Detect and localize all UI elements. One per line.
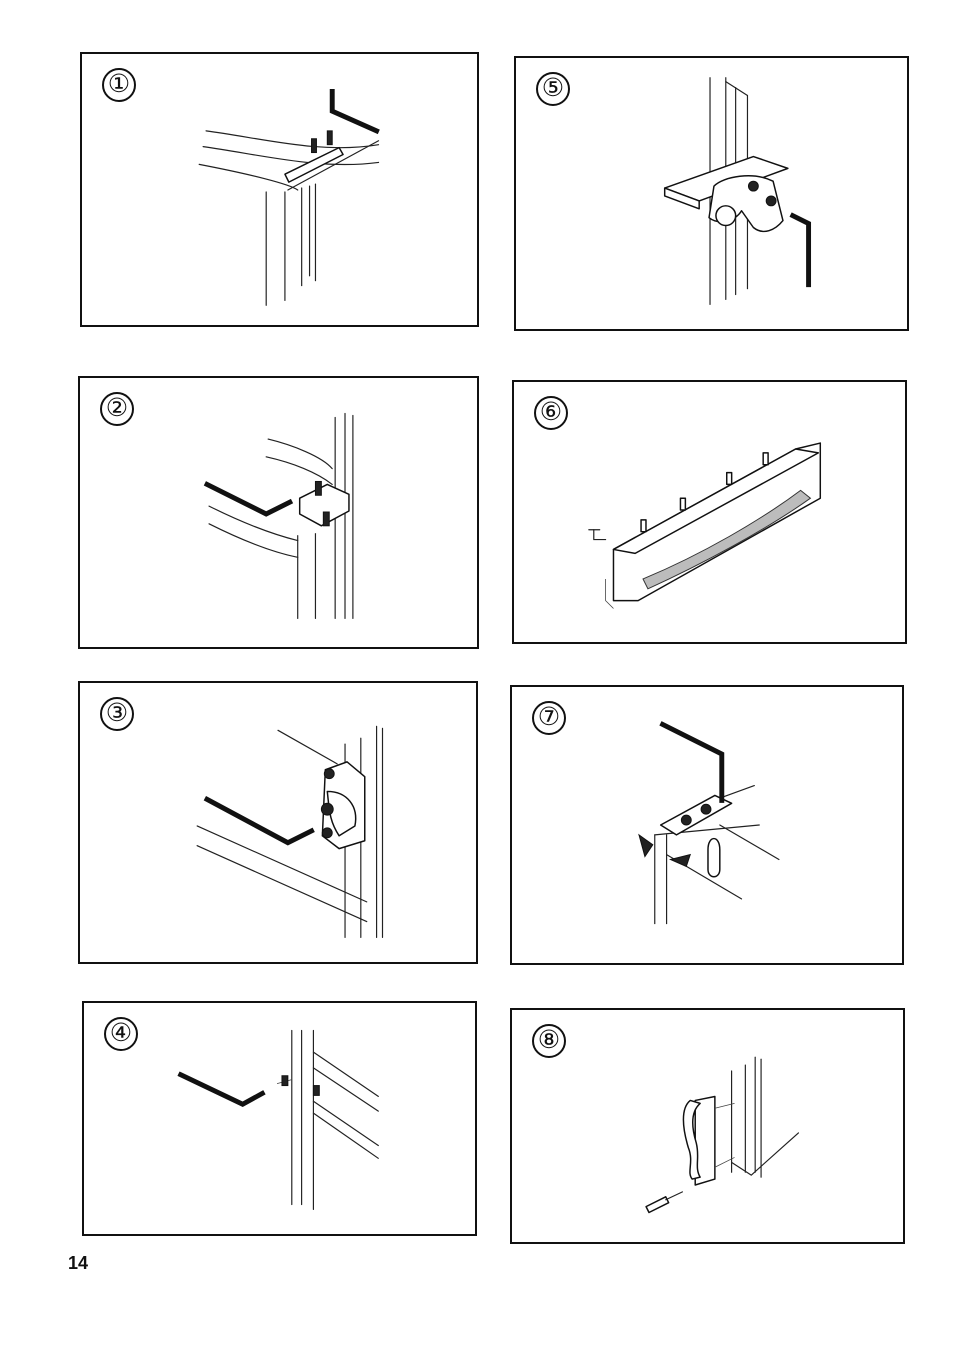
step-number-5: ⑤ <box>536 72 570 106</box>
step-6-illustration: ⑥ <box>512 380 907 644</box>
loosen-hinge-screws-drawing <box>80 378 477 647</box>
step-number-8: ⑧ <box>532 1024 566 1058</box>
reattach-hinge-drawing <box>512 687 902 963</box>
top-cover-panel-drawing <box>514 382 905 642</box>
step-3-illustration: ③ <box>78 681 478 964</box>
step-number-7: ⑦ <box>532 701 566 735</box>
page-number: 14 <box>68 1253 88 1274</box>
fit-hinge-pin-drawing <box>84 1003 475 1234</box>
fit-door-handle-drawing <box>512 1010 903 1242</box>
step-number-3: ③ <box>100 697 134 731</box>
step-1-illustration: ① <box>80 52 479 327</box>
hinge-removal-drawing <box>80 683 476 962</box>
step-number-2: ② <box>100 392 134 426</box>
step-8-illustration: ⑧ <box>510 1008 905 1244</box>
hinge-bracket-drawing <box>516 58 907 329</box>
step-5-illustration: ⑤ <box>514 56 909 331</box>
step-number-6: ⑥ <box>534 396 568 430</box>
step-4-illustration: ④ <box>82 1001 477 1236</box>
step-2-illustration: ② <box>78 376 479 649</box>
step-number-4: ④ <box>104 1017 138 1051</box>
step-7-illustration: ⑦ <box>510 685 904 965</box>
step-number-1: ① <box>102 68 136 102</box>
remove-top-hinge-drawing <box>82 54 477 325</box>
